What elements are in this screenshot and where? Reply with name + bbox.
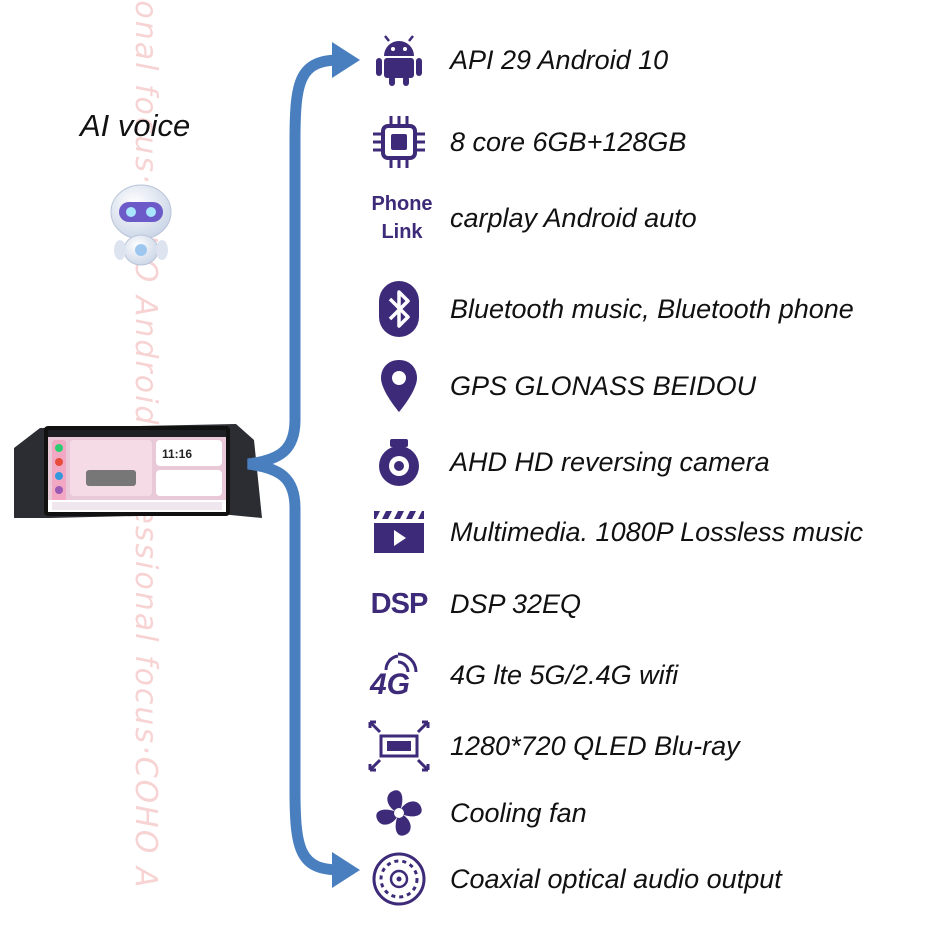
feature-row: Coaxial optical audio output (0, 849, 930, 909)
svg-text:4G: 4G (369, 668, 410, 701)
feature-row: Phone Link carplay Android auto (0, 188, 930, 248)
phone-link-icon: Phone Link (362, 188, 442, 248)
robot-assistant-icon (110, 184, 172, 266)
feature-label: GPS GLONASS BEIDOU (450, 371, 757, 401)
feature-row: 1280*720 QLED Blu-ray (0, 716, 930, 776)
feature-row: API 29 Android 10 (0, 30, 930, 90)
feature-row: AHD HD reversing camera (0, 432, 930, 492)
feature-label: Multimedia. 1080P Lossless music (450, 517, 864, 547)
feature-label: Cooling fan (450, 798, 587, 828)
feature-row: 8 core 6GB+128GB (0, 112, 930, 172)
android-icon (368, 30, 430, 90)
feature-row: GPS GLONASS BEIDOU (0, 356, 930, 416)
clapperboard-icon (368, 502, 430, 562)
dsp-icon: DSP (370, 587, 429, 620)
fan-icon (368, 783, 430, 843)
ai-voice-label: AI voice (80, 108, 191, 143)
4g-signal-icon: 4G (368, 645, 430, 705)
feature-row: Multimedia. 1080P Lossless music (0, 502, 930, 562)
feature-label: Coaxial optical audio output (450, 864, 782, 894)
feature-row: Cooling fan (0, 783, 930, 843)
feature-label: Bluetooth music, Bluetooth phone (450, 294, 854, 324)
car-stereo-image: 11:16 (14, 424, 262, 518)
feature-row: 4G 4G lte 5G/2.4G wifi (0, 645, 930, 705)
screen-resolution-icon (368, 716, 430, 776)
feature-row: Bluetooth music, Bluetooth phone (0, 279, 930, 339)
feature-label: 8 core 6GB+128GB (450, 127, 687, 157)
feature-label: 1280*720 QLED Blu-ray (450, 731, 740, 761)
feature-label: AHD HD reversing camera (450, 447, 770, 477)
feature-label: API 29 Android 10 (450, 45, 669, 75)
feature-brace (247, 42, 360, 888)
optical-audio-icon (368, 849, 430, 909)
cpu-chip-icon (368, 112, 430, 172)
phone-link-text-2: Link (381, 221, 423, 243)
camera-icon (368, 432, 430, 492)
feature-row: DSP DSP 32EQ (0, 574, 930, 634)
phone-link-text-1: Phone (371, 193, 433, 215)
map-pin-icon (368, 356, 430, 416)
bluetooth-icon (368, 279, 430, 339)
feature-label: carplay Android auto (450, 203, 697, 233)
stereo-clock: 11:16 (162, 447, 192, 461)
feature-label: DSP 32EQ (450, 589, 582, 619)
feature-label: 4G lte 5G/2.4G wifi (450, 660, 679, 690)
